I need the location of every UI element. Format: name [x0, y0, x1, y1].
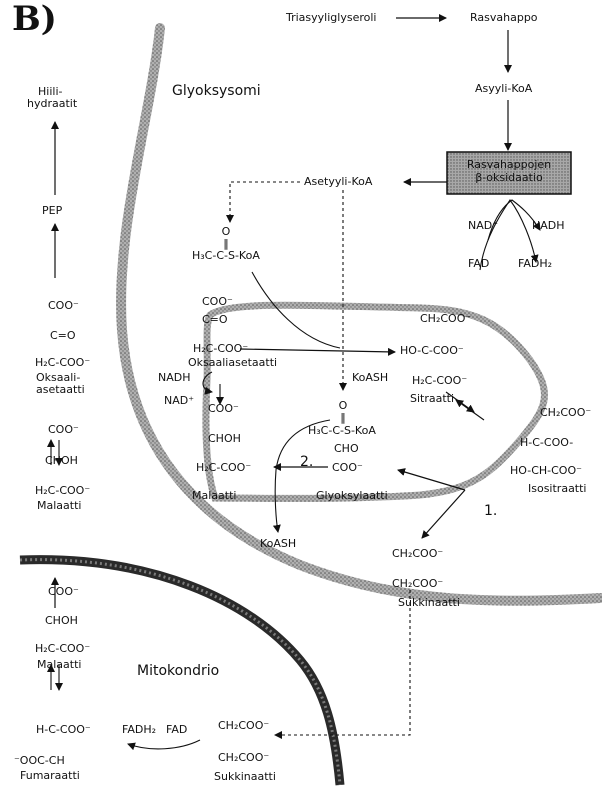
- left-malate2-l2: CHOH: [45, 614, 78, 627]
- glyoxysome-membrane: [116, 23, 602, 606]
- triacylglycerol-label: Triasyyliglyseroli: [286, 11, 377, 24]
- fad-label: FAD: [468, 257, 490, 270]
- glyoxylate-l1: CHO: [334, 442, 359, 455]
- left-oxalo-l1: COO⁻: [48, 299, 79, 312]
- nadh-left-label: NADH: [158, 371, 191, 384]
- glyoxylate-l2: COO⁻: [332, 461, 363, 474]
- acetyl-structure-o: O: [221, 225, 231, 238]
- left-oxalo-l3: H₂C-COO⁻: [35, 356, 91, 369]
- beta-oxidation-line2: β-oksidaatio: [475, 171, 543, 184]
- oxaloacetate-cycle-l1: COO⁻: [202, 295, 233, 308]
- carbohydrates-l1: Hiili-: [38, 85, 63, 98]
- beta-oxidation-line1: Rasvahappojen: [466, 158, 552, 171]
- citrate-l3: H₂C-COO⁻: [412, 374, 468, 387]
- mito-succinate-name: Sukkinaatti: [214, 770, 276, 783]
- malate-cycle-l1: COO⁻: [208, 402, 239, 415]
- nadh-label: NADH: [532, 219, 565, 232]
- acetyl-coa-label: Asetyyli-KoA: [304, 175, 373, 188]
- left-oxalo-name-l2: asetaatti: [36, 383, 85, 396]
- mitochondrion-label: Mitokondrio: [137, 663, 220, 679]
- fumarate-l2: ⁻OOC-CH: [14, 754, 65, 767]
- pep-label: PEP: [42, 204, 63, 217]
- mito-succinate-l1: CH₂COO⁻: [218, 719, 270, 732]
- beta-oxidation-box: [446, 151, 572, 195]
- fumarate-name: Fumaraatti: [20, 769, 80, 782]
- isocitrate-l3: HO-CH-COO⁻: [510, 464, 582, 477]
- succinate-glyox-l1: CH₂COO⁻: [392, 547, 444, 560]
- fatty-acid-label: Rasvahappo: [470, 11, 538, 24]
- malate-cycle-name: Malaatti: [192, 489, 237, 502]
- left-malate2-l3: H₂C-COO⁻: [35, 642, 91, 655]
- acetyl-structure-bond: ‖: [223, 237, 229, 250]
- left-malate1-l1: COO⁻: [48, 423, 79, 436]
- step-1-label: 1.: [484, 503, 498, 519]
- acetyl-structure-formula: H₃C-C-S-KoA: [192, 249, 260, 262]
- isocitrate-l1: CH₂COO⁻: [540, 406, 592, 419]
- acetyl-structure2-formula: H₃C-C-S-KoA: [308, 424, 376, 437]
- acetyl-structure2-bond: ‖: [340, 411, 346, 424]
- oxaloacetate-cycle-l3: H₂C-COO⁻: [193, 342, 249, 355]
- left-oxalo-name-l1: Oksaali-: [36, 371, 81, 384]
- succinate-glyox-l2: CH₂COO⁻: [392, 577, 444, 590]
- mito-fad-label: FAD: [166, 723, 188, 736]
- malate-cycle-l3: H₂C-COO⁻: [196, 461, 252, 474]
- step-2-label: 2.: [300, 454, 314, 470]
- fadh2-label: FADH₂: [518, 257, 552, 270]
- panel-label: B): [12, 0, 57, 39]
- koash-center-label: KoASH: [352, 371, 389, 384]
- fumarate-l1: H-C-COO⁻: [36, 723, 91, 736]
- acetyl-structure2-o: O: [338, 399, 348, 412]
- beta-oxidation-label: Rasvahappojen β-oksidaatio: [447, 158, 571, 184]
- glyoxylate-name: Glyoksylaatti: [316, 489, 388, 502]
- left-malate1-l3: H₂C-COO⁻: [35, 484, 91, 497]
- glyoxysome-label: Glyoksysomi: [172, 83, 261, 99]
- isocitrate-l2: H-C-COO-: [520, 436, 574, 449]
- citrate-l1: CH₂COO⁻: [420, 312, 472, 325]
- isocitrate-name: Isositraatti: [528, 482, 587, 495]
- acyl-coa-label: Asyyli-KoA: [475, 82, 533, 95]
- glyoxylate-cycle-ring: [202, 301, 548, 502]
- mito-succinate-l2: CH₂COO⁻: [218, 751, 270, 764]
- succinate-glyox-name: Sukkinaatti: [398, 596, 460, 609]
- oxaloacetate-cycle-l2: C=O: [202, 313, 228, 326]
- left-malate2-name: Malaatti: [37, 658, 82, 671]
- nad-plus-label: NAD⁺: [468, 219, 499, 232]
- left-malate2-l1: COO⁻: [48, 585, 79, 598]
- left-oxalo-l2: C=O: [50, 329, 76, 342]
- left-malate1-l2: CHOH: [45, 454, 78, 467]
- koash-bottom-label: KoASH: [260, 537, 297, 550]
- left-malate1-name: Malaatti: [37, 499, 82, 512]
- nad-plus-left-label: NAD⁺: [164, 394, 195, 407]
- oxaloacetate-cycle-name: Oksaaliasetaatti: [188, 356, 278, 369]
- malate-cycle-l2: CHOH: [208, 432, 241, 445]
- carbohydrates-l2: hydraatit: [27, 97, 78, 110]
- citrate-l2: HO-C-COO⁻: [400, 344, 464, 357]
- citrate-name: Sitraatti: [410, 392, 455, 405]
- mito-fadh2-label: FADH₂: [122, 723, 156, 736]
